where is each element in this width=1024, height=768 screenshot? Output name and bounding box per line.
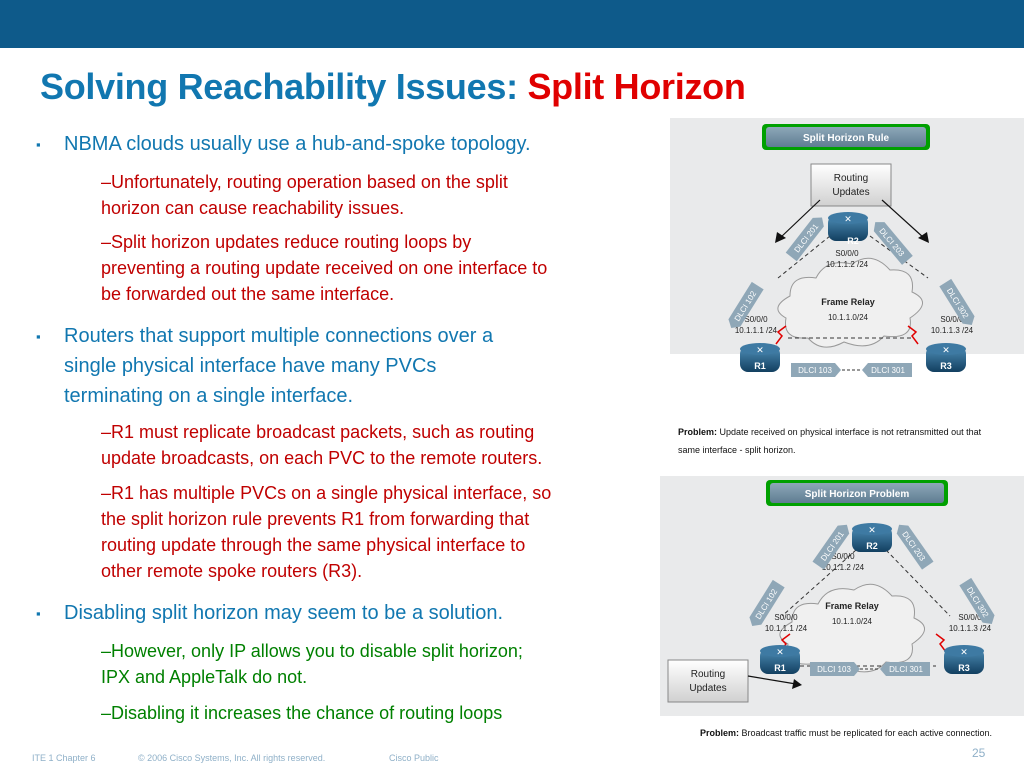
routing-updates-line2: Updates bbox=[832, 187, 869, 198]
routing-updates-box bbox=[810, 163, 892, 207]
router-r2: ✕ R2 bbox=[828, 212, 868, 246]
router-r2-name: R2 bbox=[847, 236, 859, 246]
dlci-103-label: DLCI 103 bbox=[810, 662, 860, 676]
dlci-301-label: DLCI 301 bbox=[880, 662, 930, 676]
router-icon: ✕ bbox=[756, 345, 764, 355]
r3-ip: 10.1.1.3 /24 bbox=[931, 326, 974, 335]
update-arrow bbox=[747, 675, 797, 685]
router-icon: ✕ bbox=[942, 345, 950, 355]
router-r3: ✕ R3 bbox=[944, 645, 984, 674]
heading-box bbox=[770, 483, 944, 503]
footer-chapter: ITE 1 Chapter 6 bbox=[32, 753, 96, 763]
bullet-1: NBMA clouds usually use a hub-and-spoke … bbox=[64, 133, 531, 155]
svg-text:DLCI 103: DLCI 103 bbox=[798, 366, 832, 375]
page-number: 25 bbox=[972, 746, 986, 760]
r2-interface: S0/0/0 bbox=[831, 552, 855, 561]
routing-updates-line2: Updates bbox=[689, 683, 726, 694]
r2-interface: S0/0/0 bbox=[835, 249, 859, 258]
bullet-1-sub-2: –Split horizon updates reduce routing lo… bbox=[101, 232, 548, 304]
serial-link-icon bbox=[907, 325, 919, 345]
router-r2: ✕ R2 bbox=[852, 523, 892, 552]
split-horizon-problem-diagram: Split Horizon Problem Frame Relay 10.1.1… bbox=[660, 476, 1024, 738]
arrowhead-icon bbox=[918, 232, 929, 243]
bullet-3-sub-1: –However, only IP allows you to disable … bbox=[101, 641, 523, 687]
bullet-marker: ▪ bbox=[36, 606, 41, 621]
svg-text:DLCI 301: DLCI 301 bbox=[889, 665, 923, 674]
r2-ip: 10.1.1.2 /24 bbox=[826, 260, 869, 269]
r1-ip: 10.1.1.1 /24 bbox=[735, 326, 778, 335]
serial-link-icon bbox=[935, 633, 947, 653]
title-accent: Split Horizon bbox=[527, 66, 746, 107]
router-r3-name: R3 bbox=[958, 663, 970, 673]
heading-text: Split Horizon Rule bbox=[803, 133, 890, 144]
router-icon: ✕ bbox=[868, 525, 876, 535]
serial-link-icon bbox=[775, 325, 787, 345]
router-r1: ✕ R1 bbox=[740, 343, 780, 372]
router-r1-name: R1 bbox=[774, 663, 786, 673]
cloud-subnet: 10.1.1.0/24 bbox=[828, 313, 869, 322]
bullet-1-sub-1: –Unfortunately, routing operation based … bbox=[101, 172, 508, 218]
r1-interface: S0/0/0 bbox=[774, 613, 798, 622]
router-r1: ✕ R1 bbox=[760, 645, 800, 674]
frame-relay-cloud bbox=[777, 257, 923, 348]
pvc-r2-r3 bbox=[885, 549, 951, 617]
routing-updates-line1: Routing bbox=[691, 669, 725, 680]
heading-box bbox=[766, 127, 926, 147]
router-r2-name: R2 bbox=[866, 541, 878, 551]
svg-text:DLCI 301: DLCI 301 bbox=[871, 366, 905, 375]
bullet-3-sub-2: –Disabling it increases the chance of ro… bbox=[101, 703, 503, 723]
dlci-301-label: DLCI 301 bbox=[862, 363, 912, 377]
bullet-2-sub-1: –R1 must replicate broadcast packets, su… bbox=[101, 422, 543, 468]
r1-ip: 10.1.1.1 /24 bbox=[765, 624, 808, 633]
bullet-marker: ▪ bbox=[36, 329, 41, 344]
footer-classification: Cisco Public bbox=[389, 753, 439, 763]
slide-title: Solving Reachability Issues: Split Horiz… bbox=[40, 66, 746, 108]
caption-2: Problem: Broadcast traffic must be repli… bbox=[700, 728, 992, 738]
heading-text: Split Horizon Problem bbox=[805, 489, 910, 500]
pvc-r2-r1 bbox=[781, 549, 857, 617]
routing-updates-line1: Routing bbox=[834, 173, 868, 184]
bullet-marker: ▪ bbox=[36, 137, 41, 152]
caption-1-line1: Problem: Update received on physical int… bbox=[678, 427, 982, 437]
arrowhead-icon bbox=[775, 232, 786, 243]
router-icon: ✕ bbox=[960, 647, 968, 657]
cloud-label: Frame Relay bbox=[825, 601, 879, 611]
top-banner bbox=[0, 0, 1024, 48]
bullet-3: Disabling split horizon may seem to be a… bbox=[64, 602, 504, 624]
dlci-103-label: DLCI 103 bbox=[791, 363, 841, 377]
arrowhead-icon bbox=[792, 679, 802, 689]
r3-interface: S0/0/0 bbox=[940, 315, 964, 324]
title-main: Solving Reachability Issues: bbox=[40, 66, 518, 107]
router-icon: ✕ bbox=[844, 214, 852, 224]
router-icon: ✕ bbox=[776, 647, 784, 657]
r1-interface: S0/0/0 bbox=[744, 315, 768, 324]
r3-interface: S0/0/0 bbox=[958, 613, 982, 622]
caption-1-line2: same interface - split horizon. bbox=[678, 445, 796, 455]
bullet-list: ▪ NBMA clouds usually use a hub-and-spok… bbox=[36, 133, 552, 723]
router-r3-name: R3 bbox=[940, 361, 952, 371]
r2-ip: 10.1.1.2 /24 bbox=[822, 563, 865, 572]
bullet-2: Routers that support multiple connection… bbox=[64, 325, 494, 407]
r3-ip: 10.1.1.3 /24 bbox=[949, 624, 992, 633]
router-r1-name: R1 bbox=[754, 361, 766, 371]
footer-copyright: © 2006 Cisco Systems, Inc. All rights re… bbox=[138, 753, 326, 763]
bullet-2-sub-2: –R1 has multiple PVCs on a single physic… bbox=[101, 483, 552, 581]
routing-updates-box bbox=[667, 659, 749, 703]
split-horizon-rule-diagram: Split Horizon Rule Routing Updates Frame… bbox=[670, 118, 1024, 455]
svg-text:DLCI 103: DLCI 103 bbox=[817, 665, 851, 674]
update-arrow-right bbox=[881, 199, 925, 239]
update-arrow-left bbox=[779, 199, 821, 239]
cloud-subnet: 10.1.1.0/24 bbox=[832, 617, 873, 626]
cloud-label: Frame Relay bbox=[821, 297, 875, 307]
router-r3: ✕ R3 bbox=[926, 343, 966, 372]
